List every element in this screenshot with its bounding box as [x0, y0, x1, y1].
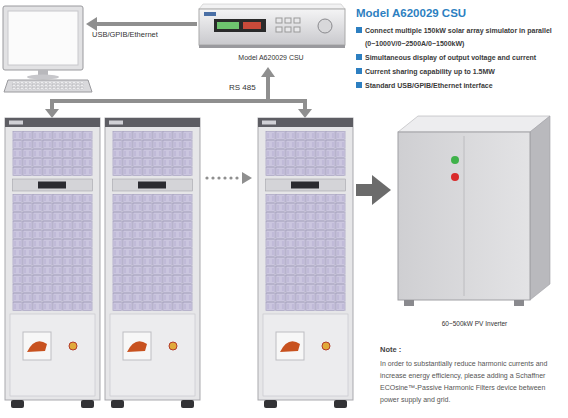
simulator-cabinet	[105, 118, 200, 408]
bus-label: RS 485	[229, 83, 256, 93]
feature-bullet: Simultaneous display of output voltage a…	[365, 51, 536, 64]
note-text: In order to substantially reduce harmoni…	[380, 358, 562, 406]
node-label: Model A620029 CSU	[238, 54, 303, 62]
rs485-bus	[45, 67, 312, 118]
simulator-cabinet	[5, 118, 100, 408]
interface-arrow	[86, 17, 197, 31]
note-heading: Note :	[380, 345, 401, 354]
pv-inverter: 60~500kW PV Inverter	[392, 110, 557, 328]
interface-label: USB/GPIB/Ethernet	[92, 30, 158, 39]
pv-inverter-cabinet	[398, 116, 550, 306]
simulator-cabinet	[258, 118, 353, 408]
continuation-arrow	[205, 172, 252, 184]
feature-bullet: Current sharing capability up to 1.5MW	[365, 65, 495, 78]
csu-unit: Model A620029 CSU	[195, 0, 347, 62]
output-arrow	[356, 175, 391, 205]
csu-device	[199, 4, 345, 48]
feature-bullet: Connect multiple 150kW solar array simul…	[365, 24, 555, 50]
computer	[3, 6, 92, 92]
feature-bullet: Standard USB/GPIB/Ethernet interface	[365, 79, 493, 92]
feature-title: Model A620029 CSU	[356, 6, 466, 20]
node-label: 60~500kW PV Inverter	[442, 320, 508, 328]
